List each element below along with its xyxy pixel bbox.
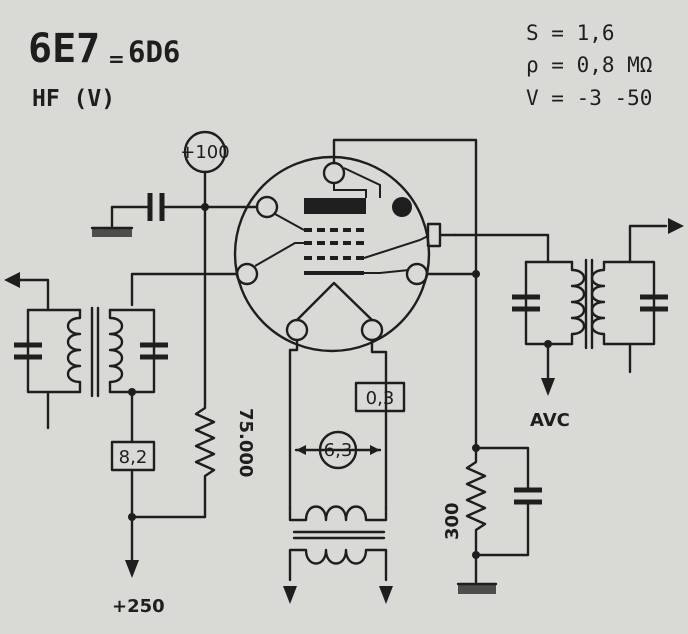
tube-equivalent-label: 6D6 [128, 35, 180, 69]
cathode-resistor-label: 300 [442, 502, 463, 540]
function-label: HF (V) [32, 86, 115, 112]
key-dot [392, 197, 412, 217]
input-arrow [4, 272, 20, 288]
screen-supply-label: +100 [180, 142, 229, 163]
parameters: S = 1,6 ρ = 0,8 MΩ V = -3 -50 [526, 21, 652, 110]
pin-upper-left [255, 195, 279, 219]
decoupling-resistor-label: 8,2 [119, 447, 148, 468]
header: 6E7 = 6D6 HF (V) [28, 26, 180, 112]
anode-supply-arrow [125, 560, 139, 578]
screen-supply-section: +100 75.000 [90, 130, 259, 521]
primary-coil-right [570, 260, 586, 346]
anode-plate [304, 198, 366, 214]
filament-current-label: 0,3 [366, 388, 395, 409]
tube-outline [233, 155, 431, 353]
tube-envelope [233, 155, 457, 353]
tube-electrodes [254, 167, 429, 322]
series-resistor [194, 398, 216, 519]
param-transconductance: S = 1,6 [526, 21, 615, 45]
primary-coil-left [66, 308, 82, 394]
filament-secondary-coil [288, 548, 388, 582]
input-if-transformer: 8,2 +250 [4, 272, 239, 617]
top-cap [426, 222, 442, 248]
filament-current-box [354, 381, 406, 413]
secondary-coil-left [108, 308, 124, 394]
output-arrow [668, 218, 684, 234]
param-voltage: V = -3 -50 [526, 86, 652, 110]
filament-section: 0,3 6,3 [283, 338, 406, 604]
pin-bottom-left [285, 318, 309, 342]
ground-symbol-right [456, 582, 498, 594]
tube-separator: = [108, 47, 125, 71]
filament-primary-coil [288, 505, 388, 522]
secondary-coil-right [590, 260, 606, 346]
filament-voltage-marker [318, 430, 358, 470]
cathode-resistor [465, 446, 487, 584]
ground-symbol-left [90, 226, 134, 237]
agc-label: AVC [530, 410, 570, 431]
output-if-transformer: AVC [453, 218, 684, 431]
pin-right [405, 262, 429, 286]
pin-top [322, 161, 346, 185]
pin-bottom-right [360, 318, 384, 342]
tube-primary-label: 6E7 [28, 26, 100, 72]
heater-filament [295, 281, 374, 322]
anode-supply-label: +250 [112, 596, 165, 617]
pin-left [235, 262, 259, 286]
filament-voltage-label: 6,3 [324, 440, 353, 461]
param-resistance: ρ = 0,8 MΩ [526, 53, 652, 77]
cathode-section: 300 [332, 138, 542, 594]
agc-arrow [541, 378, 555, 396]
series-resistor-label: 75.000 [235, 408, 256, 477]
